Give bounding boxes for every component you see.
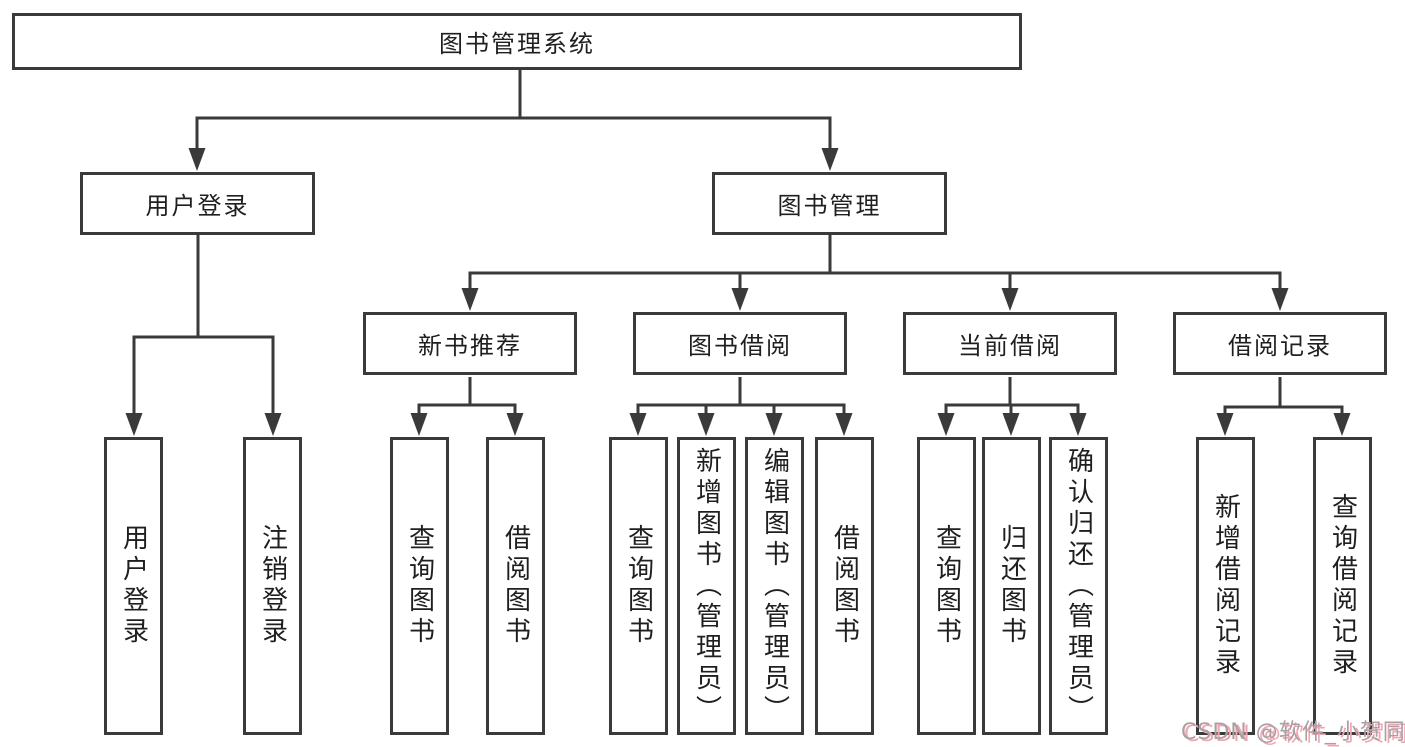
- node-book-management: 图书管理: [712, 172, 947, 235]
- node-new-book-recommendation: 新书推荐: [363, 312, 577, 375]
- leaf-query-books-recommend-label: 查询图书: [404, 524, 435, 648]
- leaf-edit-book-admin: 编辑图书（管理员）: [745, 437, 804, 735]
- connector-book-management-to-level3: [461, 233, 1289, 311]
- leaf-query-books-borrowing: 查询图书: [609, 437, 668, 735]
- node-book-borrowing-label: 图书借阅: [688, 332, 792, 360]
- leaf-add-book-admin-label: 新增图书（管理员）: [691, 446, 722, 726]
- leaf-query-books-current-label: 查询图书: [931, 524, 962, 648]
- leaf-query-borrow-record: 查询借阅记录: [1313, 437, 1372, 735]
- node-book-borrowing: 图书借阅: [633, 312, 847, 375]
- leaf-borrow-books-borrowing-label: 借阅图书: [829, 524, 860, 648]
- connector-borrowing-records-to-leaves: [1216, 377, 1351, 436]
- node-new-book-recommendation-label: 新书推荐: [418, 332, 522, 360]
- node-book-management-label: 图书管理: [777, 192, 882, 220]
- connector-current-borrowing-to-leaves: [937, 377, 1087, 436]
- leaf-query-books-recommend: 查询图书: [390, 437, 449, 735]
- leaf-return-book-label: 归还图书: [996, 524, 1027, 648]
- leaf-logout-label: 注销登录: [257, 524, 288, 648]
- leaf-user-login-label: 用户登录: [118, 524, 149, 648]
- leaf-add-book-admin: 新增图书（管理员）: [677, 437, 736, 735]
- leaf-query-borrow-record-label: 查询借阅记录: [1327, 493, 1358, 679]
- node-current-borrowing: 当前借阅: [903, 312, 1117, 375]
- leaf-add-borrow-record: 新增借阅记录: [1196, 437, 1255, 735]
- node-borrowing-records: 借阅记录: [1173, 312, 1387, 375]
- leaf-confirm-return-admin-label: 确认归还（管理员）: [1063, 446, 1094, 726]
- node-root-label: 图书管理系统: [439, 30, 595, 58]
- connector-new-book-recommendation-to-leaves: [410, 377, 524, 436]
- leaf-borrow-books-borrowing: 借阅图书: [815, 437, 874, 735]
- leaf-borrow-books-recommend-label: 借阅图书: [500, 524, 531, 648]
- node-borrowing-records-label: 借阅记录: [1228, 332, 1332, 360]
- leaf-return-book: 归还图书: [982, 437, 1041, 735]
- leaf-edit-book-admin-label: 编辑图书（管理员）: [759, 446, 790, 726]
- connector-root-to-level2: [188, 68, 839, 171]
- leaf-query-books-current: 查询图书: [917, 437, 976, 735]
- leaf-query-books-borrowing-label: 查询图书: [623, 524, 654, 648]
- node-root: 图书管理系统: [12, 13, 1022, 70]
- leaf-logout: 注销登录: [243, 437, 302, 735]
- leaf-confirm-return-admin: 确认归还（管理员）: [1049, 437, 1108, 735]
- connector-user-login-to-leaves: [125, 233, 282, 436]
- node-current-borrowing-label: 当前借阅: [958, 332, 1062, 360]
- node-user-login-label: 用户登录: [145, 192, 250, 220]
- connector-book-borrowing-to-leaves: [629, 377, 853, 436]
- leaf-user-login: 用户登录: [104, 437, 163, 735]
- leaf-add-borrow-record-label: 新增借阅记录: [1210, 493, 1241, 679]
- leaf-borrow-books-recommend: 借阅图书: [486, 437, 545, 735]
- node-user-login: 用户登录: [80, 172, 315, 235]
- csdn-watermark-text: CSDN @软件_小贺同学: [1181, 720, 1405, 745]
- csdn-watermark: CSDN @软件_小贺同学: [1181, 714, 1405, 746]
